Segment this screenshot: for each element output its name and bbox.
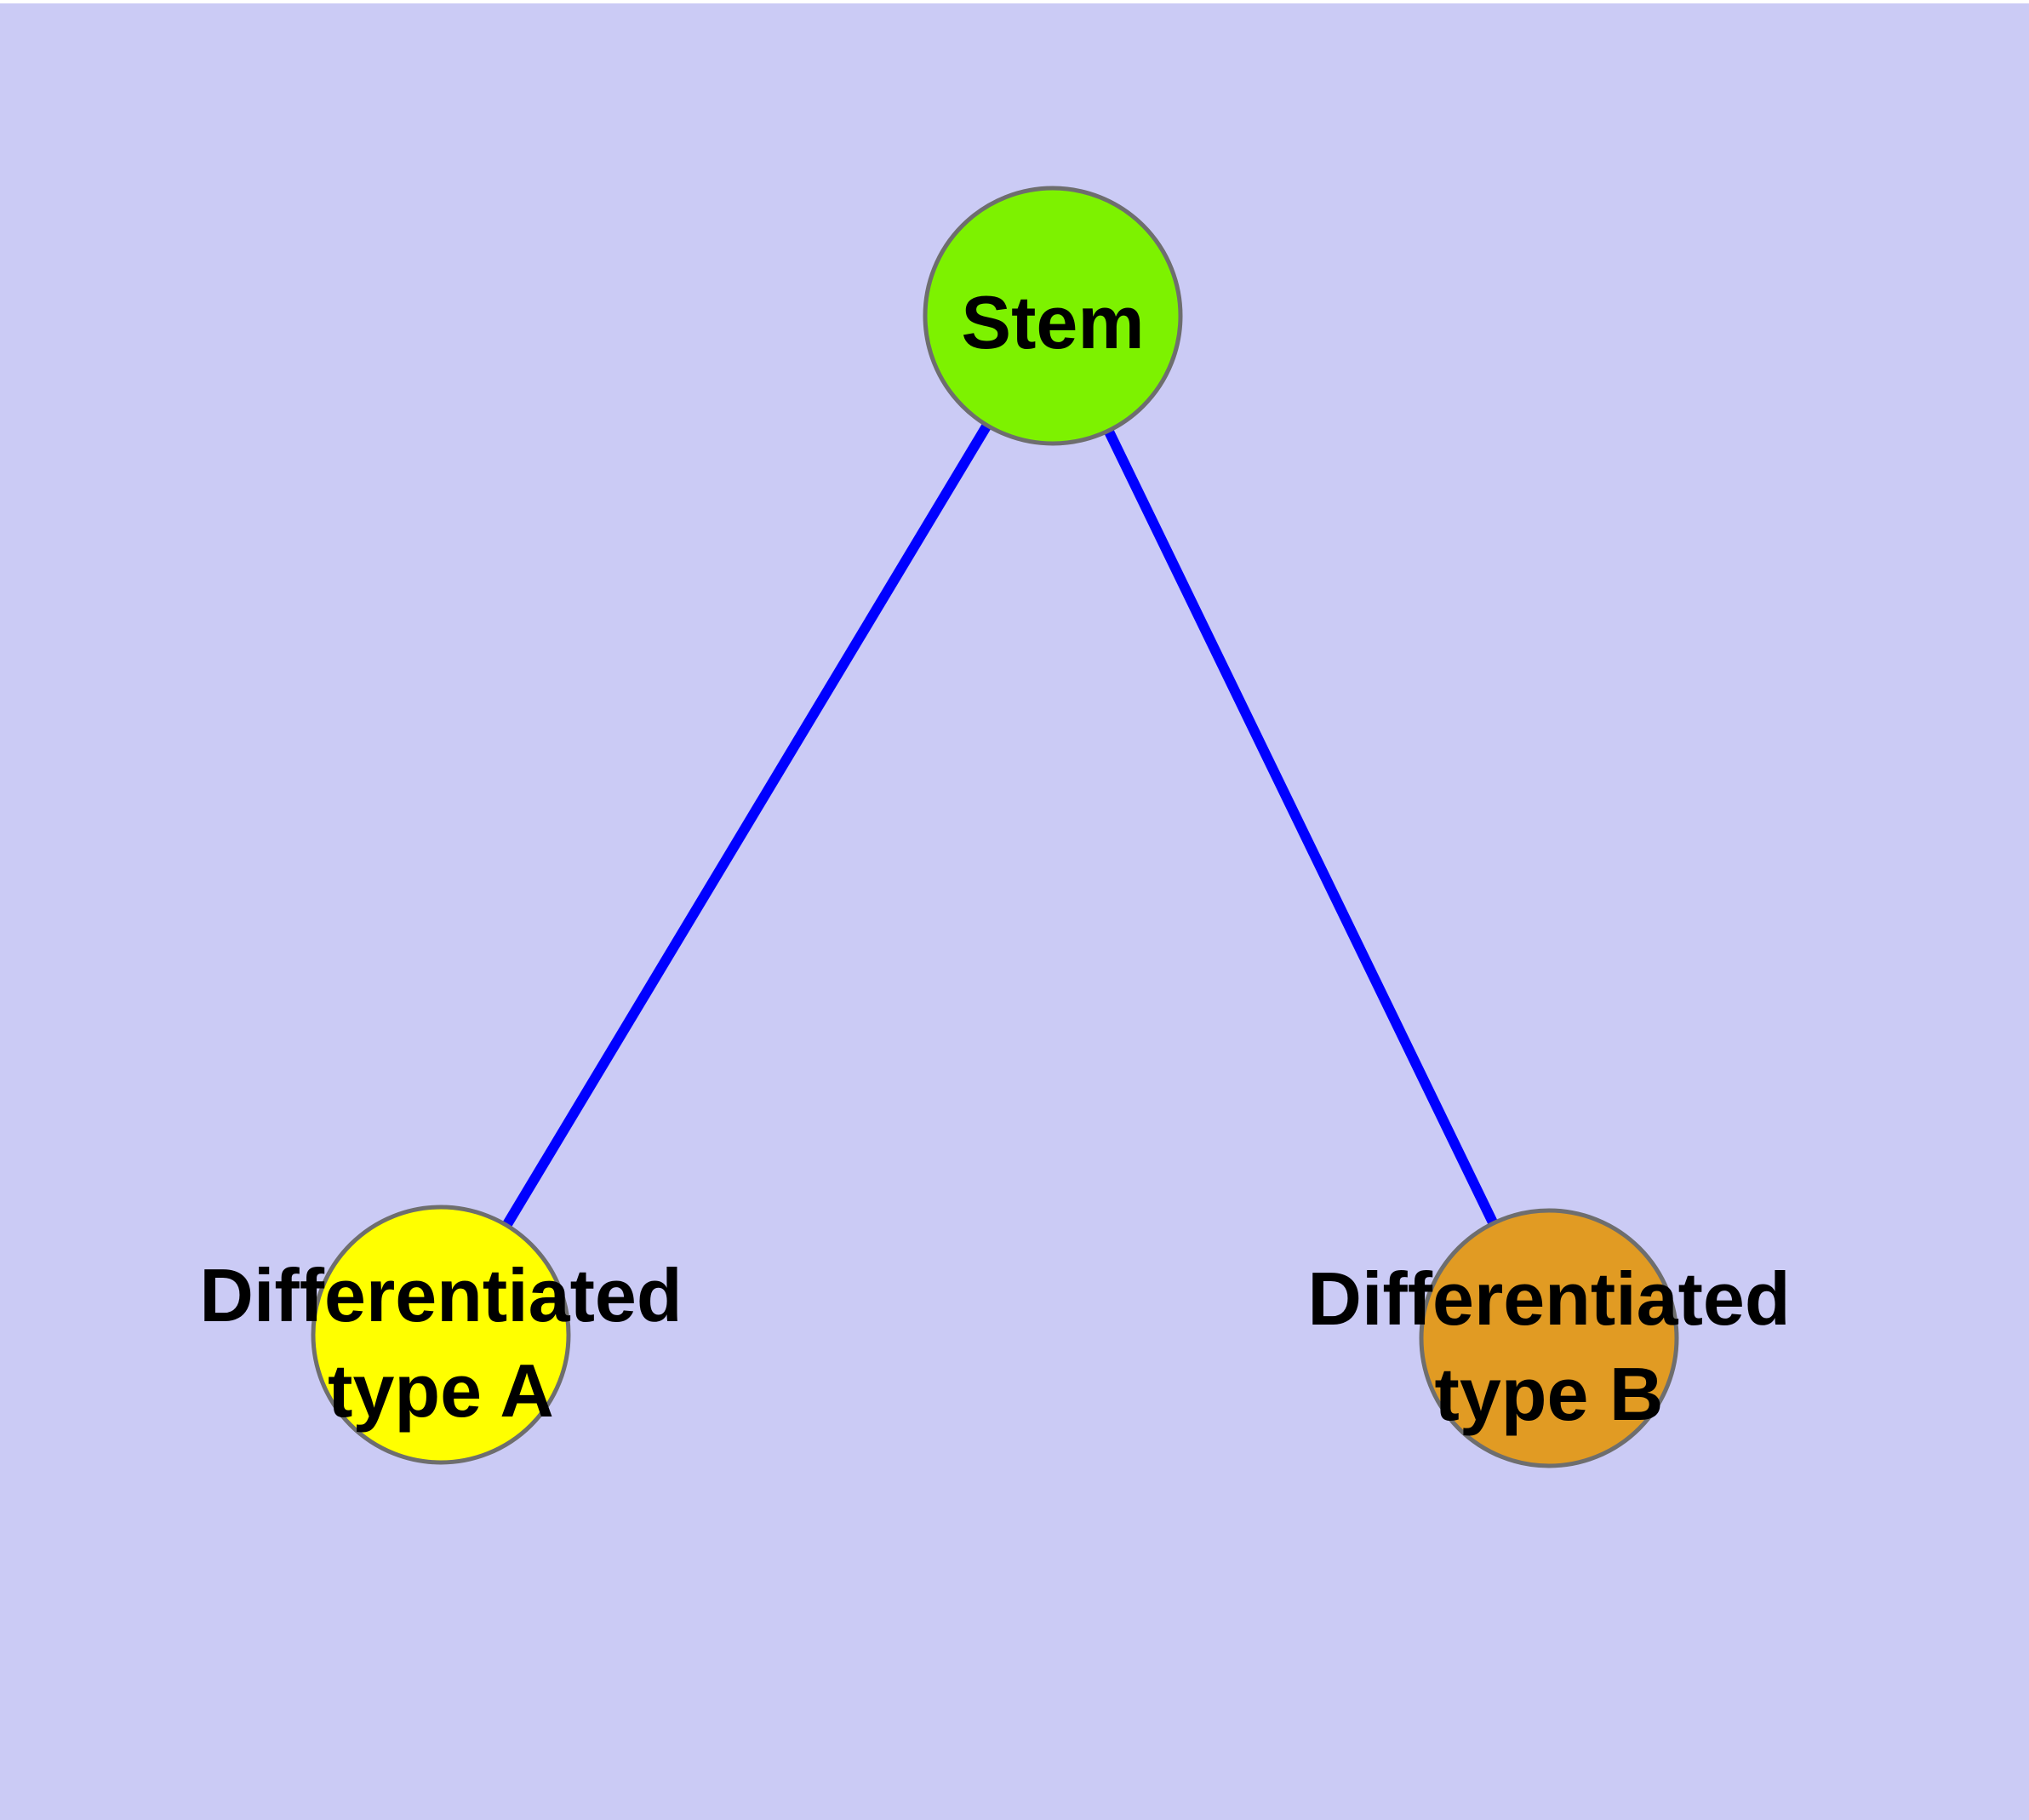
top-margin-strip — [0, 0, 2029, 3]
node-type-b-circle — [1419, 1208, 1679, 1468]
node-type-b-label-line-2: type B — [1435, 1352, 1664, 1436]
node-stem-circle — [923, 186, 1183, 446]
edge-stem-to-type-a — [436, 312, 1058, 1338]
node-type-a-circle — [311, 1205, 571, 1465]
node-type-a-label-line-2: type A — [328, 1348, 554, 1433]
node-type-b-label-line-1: Differentiated — [1307, 1256, 1790, 1341]
node-stem-label: Stem — [961, 280, 1144, 364]
edge-stem-to-type-b — [1048, 313, 1554, 1341]
node-type-a-label-line-1: Differentiated — [199, 1253, 682, 1337]
